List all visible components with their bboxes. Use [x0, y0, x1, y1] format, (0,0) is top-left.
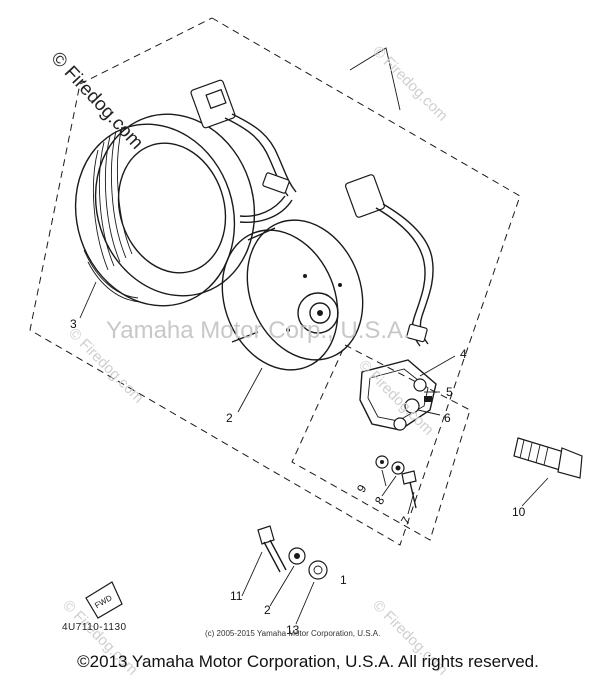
callout-10: 10 — [512, 505, 526, 519]
fwd-marker: FWD — [85, 581, 123, 619]
stator-coil — [74, 113, 256, 307]
callout-2-washer: 2 — [264, 603, 271, 617]
callout-4: 4 — [460, 347, 467, 361]
pickup-wire-harness — [344, 174, 434, 347]
callout-5: 5 — [446, 385, 453, 399]
callout-9: 9 — [354, 482, 370, 495]
callout-6: 6 — [444, 411, 451, 425]
pickup-coil-assembly — [359, 359, 437, 431]
leader-lines — [79, 281, 549, 625]
callout-1: 1 — [340, 573, 347, 587]
stator-wire-harness — [190, 79, 297, 223]
callout-2-rotor: 2 — [226, 411, 233, 425]
assembly-boundary-inner — [291, 344, 471, 541]
diagram-part-number: 4U7110-1130 — [62, 622, 127, 633]
rotor-bolt — [513, 437, 583, 479]
assembly-boundary-outer — [29, 17, 521, 546]
watermark-center: Yamaha Motor Corp., U.S.A. — [106, 317, 410, 344]
callout-3: 3 — [70, 317, 77, 331]
callout-7: 7 — [398, 514, 414, 527]
rotor-flywheel — [221, 219, 364, 371]
callout-11: 11 — [230, 589, 243, 603]
footer-copyright: ©2013 Yamaha Motor Corporation, U.S.A. A… — [77, 652, 539, 671]
watermark-repeat-1: © Firedog.com — [369, 43, 451, 125]
diagram-sub-copyright: (c) 2005-2015 Yamaha Motor Corporation, … — [205, 629, 381, 638]
pickup-hardware — [375, 455, 417, 509]
callout-1-bracket — [349, 47, 401, 111]
callout-13: 13 — [286, 623, 300, 637]
loose-hardware — [257, 525, 328, 580]
callout-8: 8 — [372, 494, 388, 507]
